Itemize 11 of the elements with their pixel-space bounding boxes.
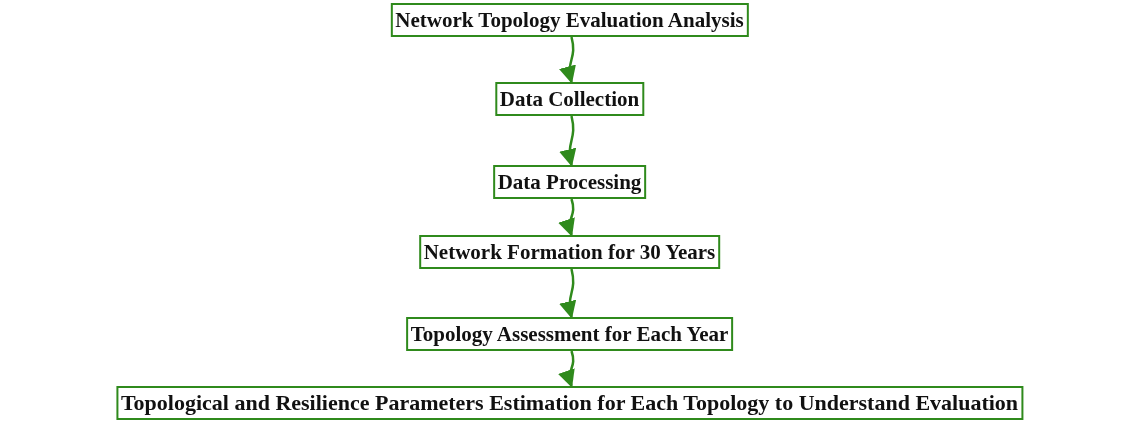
arrow [558,198,576,237]
arrow [558,350,576,388]
arrow [559,268,577,319]
box-label: Data Collection [499,86,640,112]
box-label: Topological and Resilience Parameters Estimation for Each Topology to Understand Evaluation [120,390,1019,416]
box-label: Data Processing [497,169,642,195]
arrow [559,115,577,167]
box-label: Network Formation for 30 Years [423,239,716,265]
box-label: Network Topology Evaluation Analysis [395,7,744,33]
arrow [559,36,577,84]
box-label: Topology Assessment for Each Year [410,321,729,347]
